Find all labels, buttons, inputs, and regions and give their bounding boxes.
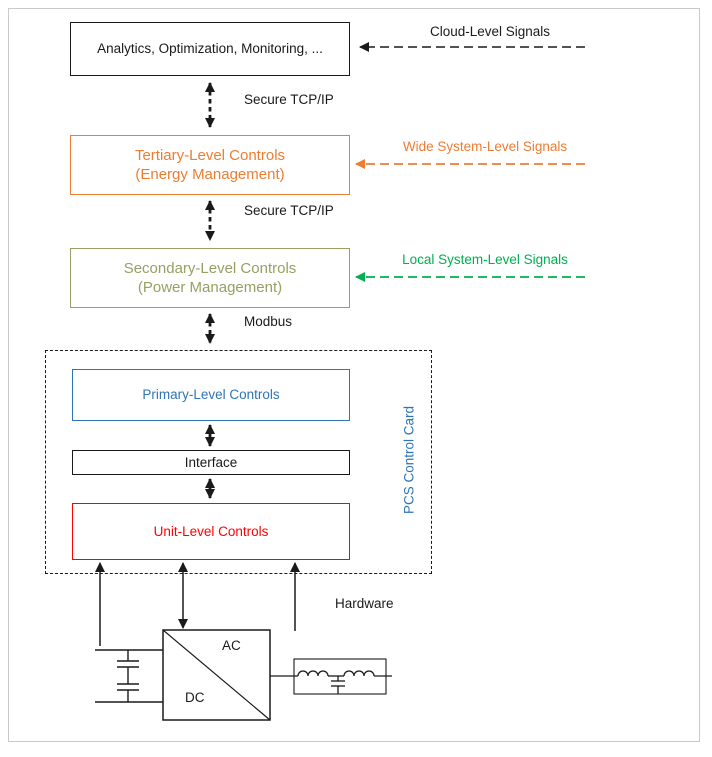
ac-label: AC (222, 638, 241, 653)
secondary-label-line1: Secondary-Level Controls (123, 259, 297, 277)
unit-controls-box: Unit-Level Controls (72, 503, 350, 560)
tertiary-label-line2: (Energy Management) (135, 166, 285, 183)
secondary-controls-box: Secondary-Level Controls (Power Manageme… (70, 248, 350, 308)
ac-dc-converter-symbol (162, 629, 271, 721)
secure-tcpip-label-mid: Secure TCP/IP (244, 203, 334, 218)
secondary-label-line2: (Power Management) (137, 279, 283, 296)
dc-label: DC (185, 690, 205, 705)
pcs-control-card-label: PCS Control Card (401, 405, 417, 514)
hardware-label: Hardware (335, 596, 394, 611)
wide-signals-label: Wide System-Level Signals (402, 139, 568, 154)
unit-label: Unit-Level Controls (153, 523, 269, 539)
interface-box: Interface (72, 450, 350, 475)
secure-tcpip-label-top: Secure TCP/IP (244, 92, 334, 107)
primary-label: Primary-Level Controls (142, 387, 280, 403)
interface-label: Interface (184, 454, 238, 470)
modbus-label: Modbus (244, 314, 293, 329)
primary-controls-box: Primary-Level Controls (72, 369, 350, 421)
ac-filter-symbol (270, 658, 392, 695)
diagram-frame (8, 8, 700, 742)
analytics-box: Analytics, Optimization, Monitoring, ... (70, 22, 350, 76)
tertiary-label-line1: Tertiary-Level Controls (134, 146, 286, 164)
tertiary-controls-box: Tertiary-Level Controls (Energy Manageme… (70, 135, 350, 195)
analytics-label: Analytics, Optimization, Monitoring, ... (97, 41, 323, 57)
dc-link-capacitors-symbol (95, 649, 163, 703)
pcs-control-card-container (45, 350, 432, 574)
cloud-signals-label: Cloud-Level Signals (429, 24, 551, 39)
hardware-signal-arrows (95, 562, 300, 646)
local-signals-label: Local System-Level Signals (402, 252, 568, 267)
